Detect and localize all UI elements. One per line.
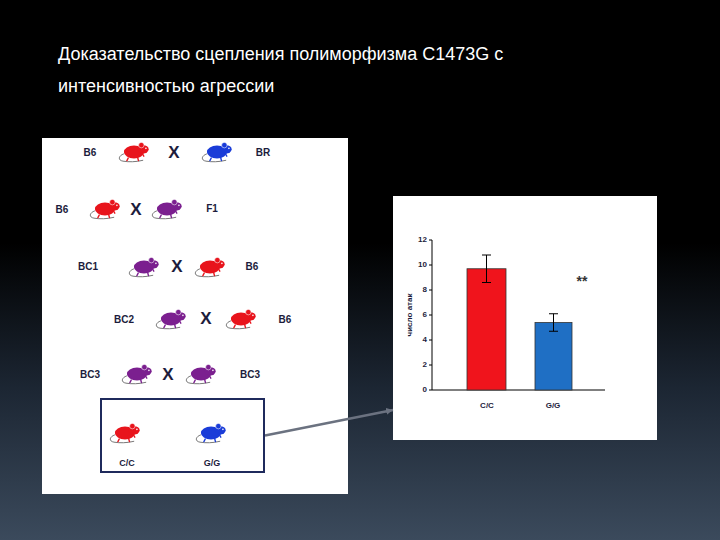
cross-symbol: X [200, 309, 211, 329]
error-bar [482, 255, 558, 331]
mouse-icon [186, 364, 215, 383]
generation-label: B6 [84, 147, 97, 159]
significance-mark: ** [577, 273, 588, 289]
tick-label: 0 [423, 385, 427, 394]
scheme-panel [42, 138, 348, 494]
tick-label: 10 [418, 260, 427, 269]
bar [535, 323, 572, 391]
mouse-icon [156, 309, 185, 328]
chart-box: число атак [393, 196, 657, 440]
mouse-icon [226, 309, 255, 328]
tick-label: 4 [423, 335, 427, 344]
bar [467, 269, 506, 390]
mouse-icon [202, 142, 231, 161]
genotype-label: G/G [204, 458, 221, 468]
tick-label: 2 [423, 360, 427, 369]
category-label: G/G [546, 401, 561, 410]
cross-symbol: X [171, 257, 182, 277]
generation-label: F1 [206, 203, 218, 215]
cross-symbol: X [168, 143, 179, 163]
chart-panel [393, 196, 657, 440]
mouse-icon [110, 423, 139, 442]
generation-label: BC1 [78, 261, 98, 273]
tick-label: 12 [418, 235, 427, 244]
cross-symbol: X [162, 365, 173, 385]
mouse-icon [129, 257, 158, 276]
generation-label: B6 [56, 204, 69, 216]
axis-title: число атак [405, 294, 414, 337]
generation-label: BC3 [240, 369, 260, 381]
genotype-label: C/C [119, 458, 135, 468]
chart-axes [429, 240, 605, 390]
generation-label: BC3 [80, 369, 100, 381]
offspring-box: C/C G/G [100, 398, 265, 473]
slide-title: Доказательство сцепления полиморфизма C1… [58, 38, 558, 102]
tick-label: 8 [423, 285, 427, 294]
mouse-icon [90, 199, 119, 218]
mouse-icon [195, 257, 224, 276]
category-label: C/C [480, 401, 494, 410]
mouse-icon [152, 199, 181, 218]
connector-arrow [265, 410, 393, 436]
generation-label: B6 [279, 314, 292, 326]
generation-label: B6 [246, 261, 259, 273]
mouse-icon [119, 142, 148, 161]
generation-label: BC2 [114, 314, 134, 326]
cross-symbol: X [130, 200, 141, 220]
generation-label: BR [256, 147, 270, 159]
mouse-icon [122, 364, 151, 383]
mouse-icon [196, 423, 225, 442]
tick-label: 6 [423, 310, 427, 319]
